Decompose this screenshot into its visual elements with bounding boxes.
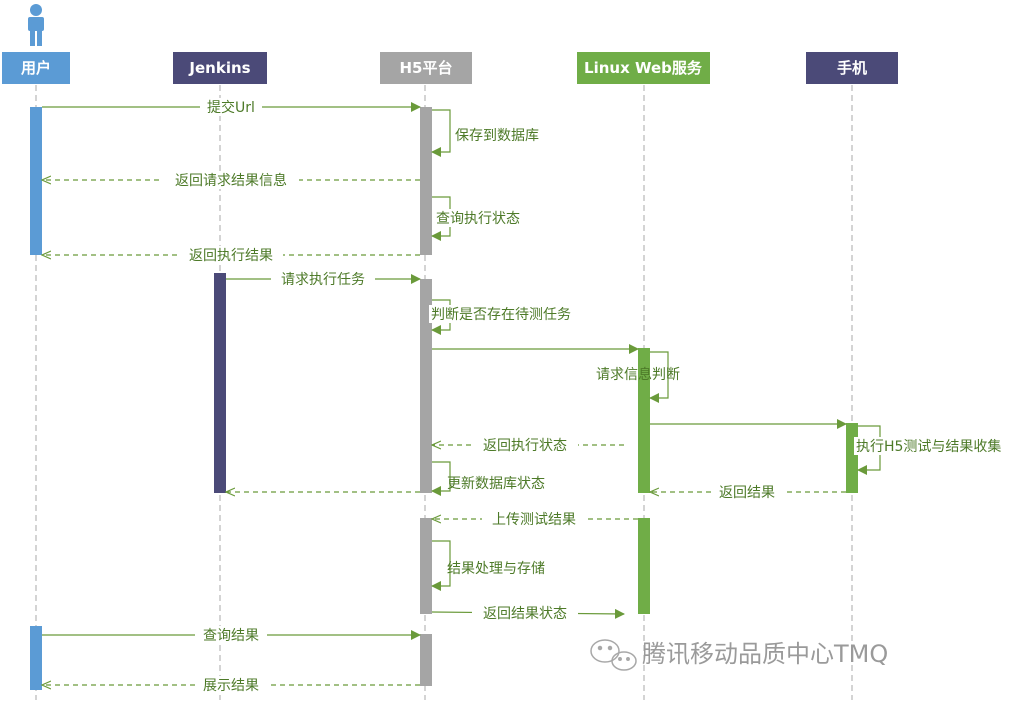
participant-linux-label: Linux Web服务 — [584, 59, 703, 77]
msg-label-m4: 查询执行状态 — [436, 211, 520, 227]
msg-label-m18: 返回结果状态 — [483, 606, 567, 622]
msg-label-m15: 返回结果 — [719, 485, 775, 501]
msg-arrow-m17 — [431, 540, 451, 591]
person-icon — [28, 4, 44, 46]
msg-arrow-m13 — [431, 461, 451, 496]
activation-user-1 — [30, 107, 42, 255]
msg-label-m12: 返回执行状态 — [483, 438, 567, 454]
participant-jenkins: Jenkins — [173, 52, 267, 84]
msg-label-m13: 更新数据库状态 — [447, 476, 545, 492]
msg-label-m16: 上传测试结果 — [492, 512, 576, 528]
participant-h5-label: H5平台 — [400, 59, 453, 77]
msg-label-m3: 返回请求结果信息 — [175, 172, 287, 189]
activation-phone — [846, 423, 858, 493]
participant-linux: Linux Web服务 — [577, 52, 710, 84]
msg-label-m19: 查询结果 — [203, 628, 259, 644]
msg-label-m17: 结果处理与存储 — [447, 561, 545, 577]
msg-label-m5: 返回执行结果 — [189, 248, 273, 264]
msg-label-m7: 判断是否存在待测任务 — [431, 307, 571, 323]
participant-phone: 手机 — [806, 52, 898, 84]
msg-arrow-m9 — [649, 351, 669, 403]
participant-user-label: 用户 — [21, 59, 51, 77]
activation-user-2 — [30, 626, 42, 690]
msg-label-m1: 提交Url — [207, 99, 255, 116]
participant-user: 用户 — [2, 52, 70, 84]
msg-label-m11: 执行H5测试与结果收集 — [856, 438, 1001, 455]
watermark: 腾讯移动品质中心TMQ — [590, 639, 888, 671]
msg-label-m20: 展示结果 — [203, 678, 259, 694]
activation-h5-1 — [420, 107, 432, 255]
participant-jenkins-label: Jenkins — [188, 59, 250, 77]
activation-h5-4 — [420, 634, 432, 686]
activation-jenkins — [214, 273, 226, 493]
activation-linux-2 — [638, 518, 650, 614]
msg-arrow-m2 — [431, 109, 451, 157]
activation-h5-3 — [420, 518, 432, 614]
wechat-icon — [590, 639, 637, 671]
activation-linux-1 — [638, 348, 650, 493]
msg-label-m9: 请求信息判断 — [596, 366, 680, 383]
participant-h5: H5平台 — [380, 52, 472, 84]
activation-h5-2 — [420, 279, 432, 493]
watermark-text: 腾讯移动品质中心TMQ — [642, 640, 888, 668]
participant-phone-label: 手机 — [837, 59, 867, 77]
msg-label-m6: 请求执行任务 — [281, 272, 365, 288]
msg-label-m2: 保存到数据库 — [455, 128, 539, 144]
